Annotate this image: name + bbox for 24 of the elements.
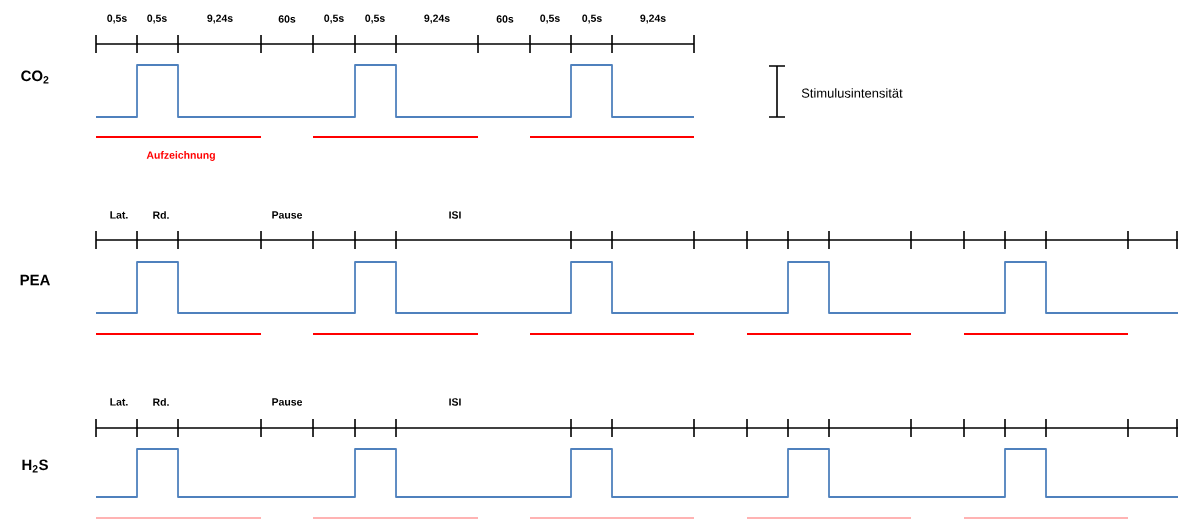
phase-label: Lat. [110,398,128,406]
time-label: 9,24s [424,14,450,24]
phase-label: ISI [449,398,461,406]
row-label: CO$_{2}$ [21,70,49,84]
time-label: 0,5s [324,14,344,24]
phase-label: Rd. [153,398,169,406]
time-label: 0,5s [147,14,167,24]
time-label: 0,5s [540,14,560,24]
time-label: 9,24s [207,14,233,24]
phase-label: Pause [272,211,303,219]
phase-label: Rd. [153,211,169,219]
time-label: 9,24s [640,14,666,24]
phase-label: Lat. [110,211,128,219]
recording-label: Aufzeichnung [146,151,215,161]
phase-label: Pause [272,398,303,406]
row-label: PEA [20,274,50,286]
time-label: 0,5s [365,14,385,24]
time-label: 0,5s [582,14,602,24]
scale-label: Stimulusintensität [801,88,903,98]
time-label: 60s [496,15,514,23]
time-label: 60s [278,15,296,23]
time-label: 0,5s [107,14,127,24]
row-label: H$_{2}$S [22,459,48,473]
phase-label: ISI [449,211,461,219]
